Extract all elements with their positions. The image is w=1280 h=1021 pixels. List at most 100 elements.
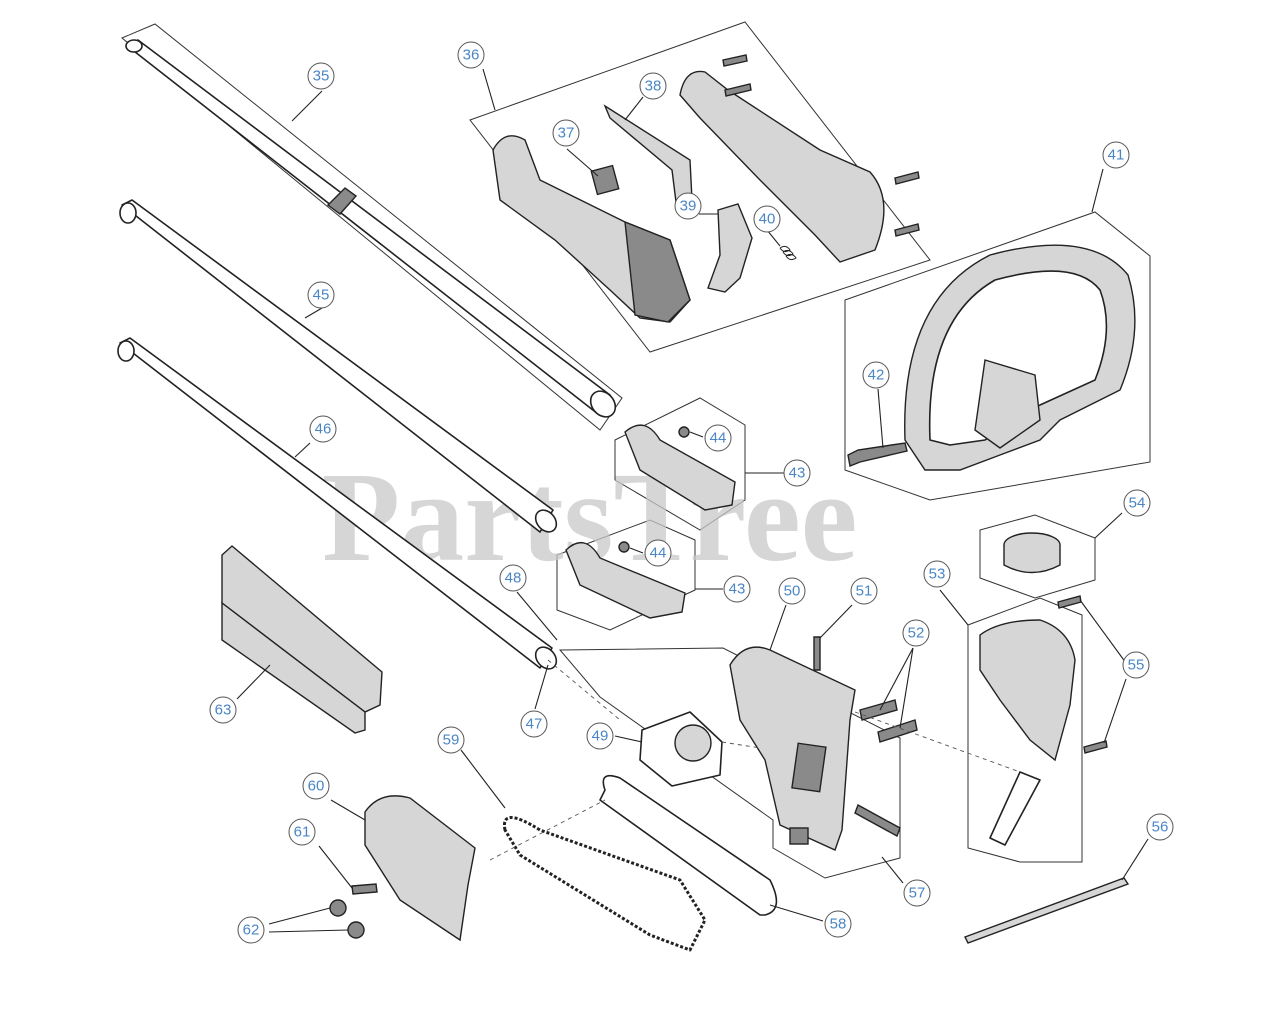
part-label-40: 40 [753,205,781,233]
part-label-56: 56 [1146,813,1174,841]
shaft-46 [117,337,558,670]
part-label-44: 44 [704,424,732,452]
part-number-text: 39 [680,198,697,215]
gear-box [558,647,901,879]
part-number-text: 37 [558,125,575,142]
part-number-text: 60 [308,778,325,795]
part-number-text: 36 [463,47,480,64]
handle-half [679,70,885,263]
clamp-43-lower [565,541,686,619]
part-label-50: 50 [778,577,806,605]
part-number-text: 58 [830,916,847,933]
part-number-text: 59 [443,732,460,749]
part-number-text: 55 [1128,657,1145,674]
part-labels: 35 36 37 38 39 40 41 42 43 44 43 44 45 46 47 48 49 50 51 52… [209,41,1174,944]
part-number-text: 57 [909,885,926,902]
part-label-59: 59 [437,726,465,754]
screw-44-lower [618,541,630,553]
part-label-39: 39 [674,192,702,220]
nuts-62 [329,899,365,939]
part-label-43: 43 [783,459,811,487]
part-number-text: 50 [784,583,801,600]
part-number-text: 42 [868,367,885,384]
bar-58 [599,774,778,916]
part-number-text: 44 [710,430,727,447]
part-label-42: 42 [862,361,890,389]
part-number-text: 44 [650,545,667,562]
part-label-57: 57 [903,879,931,907]
part-number-text: 45 [313,287,330,304]
housing-50 [729,646,856,851]
part-number-text: 51 [856,583,873,600]
cap-box [979,514,1096,599]
cap-54 [1003,532,1061,574]
part-label-38: 38 [639,72,667,100]
switch-37 [590,164,620,196]
part-number-text: 53 [929,566,946,583]
part-label-62: 62 [237,916,265,944]
part-label-63: 63 [209,696,237,724]
clamp-box-lower [556,519,696,631]
part-label-46: 46 [309,415,337,443]
part-label-45: 45 [307,281,335,309]
part-number-text: 47 [526,716,543,733]
trigger-39 [707,203,753,293]
spring-40 [779,245,797,261]
part-label-36: 36 [457,41,485,69]
part-number-text: 48 [505,570,522,587]
part-number-text: 43 [729,581,746,598]
assembly-lines [489,659,1021,861]
part-number-text: 41 [1108,147,1125,164]
rear-handle [492,135,691,323]
part-label-54: 54 [1123,489,1151,517]
part-label-51: 51 [850,577,878,605]
part-label-49: 49 [586,722,614,750]
loop-handle-box [844,211,1151,501]
part-label-47: 47 [520,710,548,738]
clamp-43-upper [624,424,736,511]
part-label-44: 44 [644,539,672,567]
screw-51 [813,636,821,671]
part-label-52: 52 [902,619,930,647]
part-number-text: 63 [215,702,232,719]
part-label-41: 41 [1102,141,1130,169]
shaft-45 [119,199,558,533]
screw-61 [351,883,378,895]
part-label-53: 53 [923,560,951,588]
part-number-text: 43 [789,465,806,482]
part-number-text: 38 [645,78,662,95]
handle-box [469,21,931,353]
loop-handle-41 [904,244,1136,471]
sprocket-49 [639,711,723,787]
handle-screws [722,54,920,237]
shaft-35 [125,39,617,418]
part-number-text: 35 [313,68,330,85]
part-label-35: 35 [307,62,335,90]
part-number-text: 52 [908,625,925,642]
part-number-text: 56 [1152,819,1169,836]
tank-53 [979,619,1076,846]
clamp-box-upper [614,397,746,531]
tank-box [967,597,1083,863]
part-label-61: 61 [288,818,316,846]
cover-60 [364,795,476,942]
part-label-37: 37 [552,119,580,147]
part-label-48: 48 [499,564,527,592]
rod-56 [964,877,1130,944]
tensioner-57 [789,803,901,845]
bolt-42 [847,442,908,467]
part-label-55: 55 [1122,651,1150,679]
part-label-60: 60 [302,772,330,800]
leader-lines [236,68,1149,933]
part-number-text: 61 [294,824,311,841]
part-number-text: 40 [759,211,776,228]
part-number-text: 54 [1129,495,1146,512]
group-boxes [121,21,1151,879]
sheath-63 [221,545,383,734]
part-number-text: 49 [592,728,609,745]
bolts-52 [859,699,918,743]
part-number-text: 62 [243,922,260,939]
part-number-text: 46 [315,421,332,438]
part-label-43: 43 [723,575,751,603]
